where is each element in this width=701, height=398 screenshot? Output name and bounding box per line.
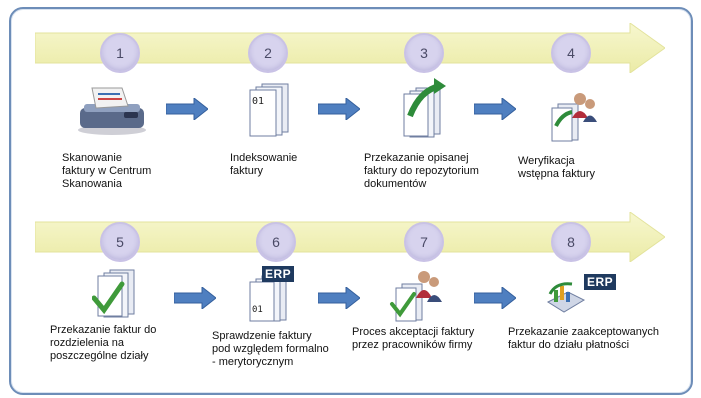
step-number-4: 4: [551, 33, 591, 73]
step-label-4: Weryfikacja wstępna faktury: [518, 155, 596, 180]
step-label-1: Skanowanie faktury w Centrum Skanowania: [62, 152, 152, 190]
step-label-7: Proces akceptacji faktury przez pracowni…: [352, 326, 475, 351]
step-number-7: 7: [404, 222, 444, 262]
step-number-8: 8: [551, 222, 591, 262]
step-number-6: 6: [256, 222, 296, 262]
step-label-3: Przekazanie opisanej faktury do repozyto…: [364, 152, 479, 190]
flow-arrow-5-6: [174, 287, 216, 309]
documents-check-icon: [91, 268, 138, 323]
flow-arrow-6-7: [318, 287, 360, 309]
svg-text:01: 01: [252, 96, 264, 107]
erp-badge-step-6: ERP: [262, 266, 295, 282]
step-number-2: 2: [248, 33, 288, 73]
documents-upload-icon: [400, 76, 448, 143]
erp-payment-icon: [546, 280, 586, 319]
erp-badge-step-8: ERP: [584, 274, 617, 290]
step-number-1: 1: [100, 33, 140, 73]
flow-arrow-7-8: [474, 287, 516, 309]
step-number-5: 5: [100, 222, 140, 262]
step-label-6: Sprawdzenie faktury pod względem formaln…: [212, 330, 329, 368]
flow-arrow-1-2: [166, 98, 208, 120]
documents-people-icon: [548, 90, 598, 147]
step-label-2: Indeksowanie faktury: [230, 152, 298, 177]
step-label-5: Przekazanie faktur do rozdzielenia na po…: [50, 324, 157, 362]
step-label-8: Przekazanie zaakceptowanych faktur do dz…: [508, 326, 660, 351]
flow-arrow-3-4: [474, 98, 516, 120]
step-number-3: 3: [404, 33, 444, 73]
scanner-icon: [74, 86, 150, 141]
flow-arrow-2-3: [318, 98, 360, 120]
erp-documents-icon: 01: [246, 270, 292, 327]
indexed-documents-icon: 01: [246, 82, 292, 143]
svg-text:01: 01: [252, 305, 263, 315]
documents-approval-people-icon: [388, 268, 444, 327]
